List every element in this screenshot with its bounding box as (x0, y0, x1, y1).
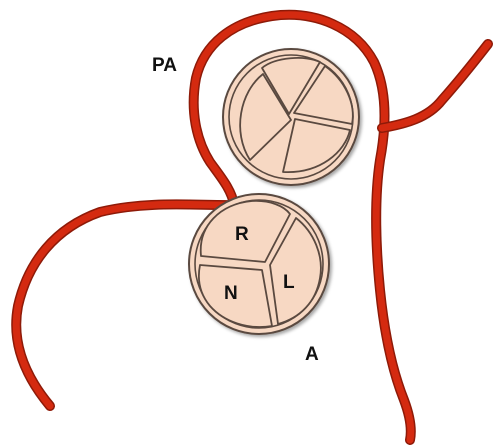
label-pulmonary-artery: PA (152, 55, 177, 76)
pulmonary-valve (223, 49, 359, 185)
aortic-valve (189, 194, 329, 334)
label-right-cusp: R (235, 224, 249, 245)
right-branch-vessel (382, 44, 488, 128)
label-noncoronary-cusp: N (224, 283, 238, 304)
label-left-cusp: L (283, 272, 295, 293)
label-aorta: A (305, 344, 319, 365)
